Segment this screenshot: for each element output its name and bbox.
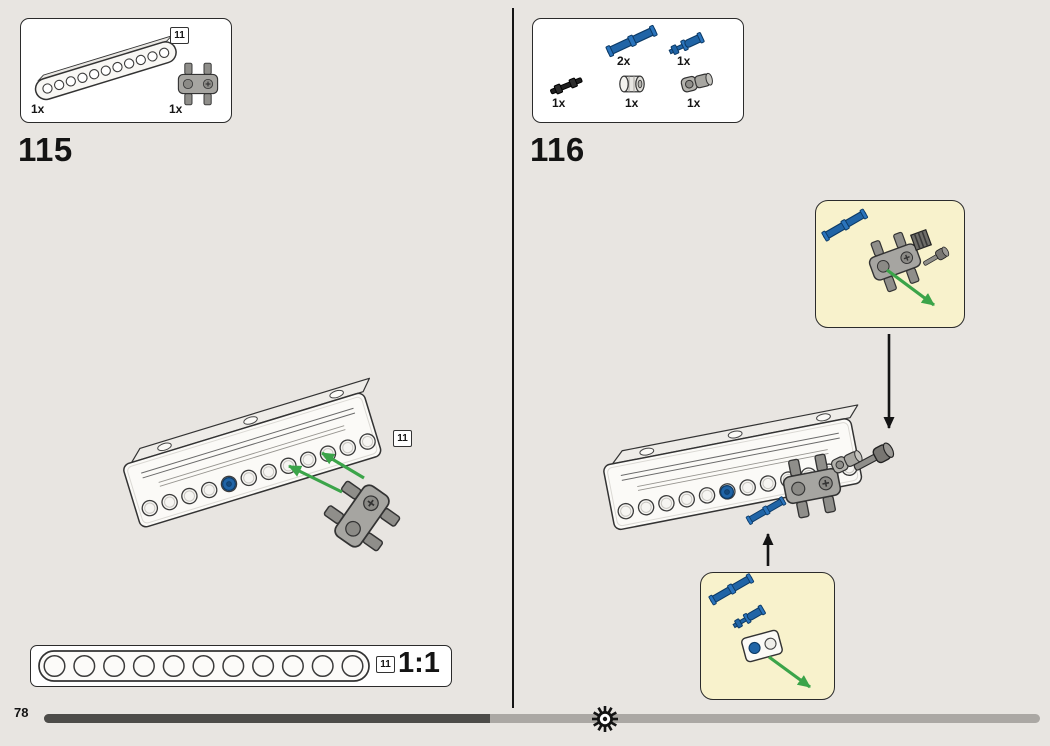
pin-connector-block-icon bbox=[778, 451, 846, 521]
axle-connector-gray-icon bbox=[829, 447, 865, 475]
axle-assembly-icon bbox=[850, 440, 897, 476]
page-number: 78 bbox=[14, 705, 29, 720]
blue-pin-inserted bbox=[221, 476, 237, 492]
length-badge-diagram: 11 bbox=[393, 430, 412, 447]
part-count-label: 1x bbox=[552, 96, 566, 110]
pin-long-blue-icon bbox=[745, 495, 787, 526]
green-placement-arrow bbox=[288, 464, 343, 494]
green-placement-arrow bbox=[321, 451, 365, 480]
progress-bar bbox=[44, 714, 1040, 723]
parts-box-step-115 bbox=[20, 18, 232, 123]
pin-connector-block-icon bbox=[316, 471, 408, 561]
progress-bar-completed bbox=[44, 714, 490, 723]
panel-assembly bbox=[601, 405, 873, 531]
length-badge-parts-box: 11 bbox=[170, 27, 189, 44]
subassembly-callout-top bbox=[815, 200, 965, 328]
step-number-115: 115 bbox=[18, 131, 73, 168]
part-count-label: 2x bbox=[617, 54, 631, 68]
part-count-label: 1x bbox=[169, 102, 183, 116]
step-116-assembly bbox=[601, 334, 897, 566]
part-count-label: 1x bbox=[625, 96, 639, 110]
part-count-label: 1x bbox=[677, 54, 691, 68]
length-badge-scale: 11 bbox=[376, 656, 395, 673]
scale-ratio-label: 1:1 bbox=[398, 647, 440, 679]
part-count-label: 1x bbox=[31, 102, 45, 116]
part-count-label: 1x bbox=[687, 96, 701, 110]
panel-assembly bbox=[119, 378, 392, 528]
step-number-116: 116 bbox=[530, 131, 585, 168]
step-115-assembly bbox=[119, 378, 408, 561]
blue-pin-inserted bbox=[719, 484, 735, 500]
subassembly-callout-bottom bbox=[700, 572, 835, 700]
column-divider bbox=[512, 8, 514, 708]
